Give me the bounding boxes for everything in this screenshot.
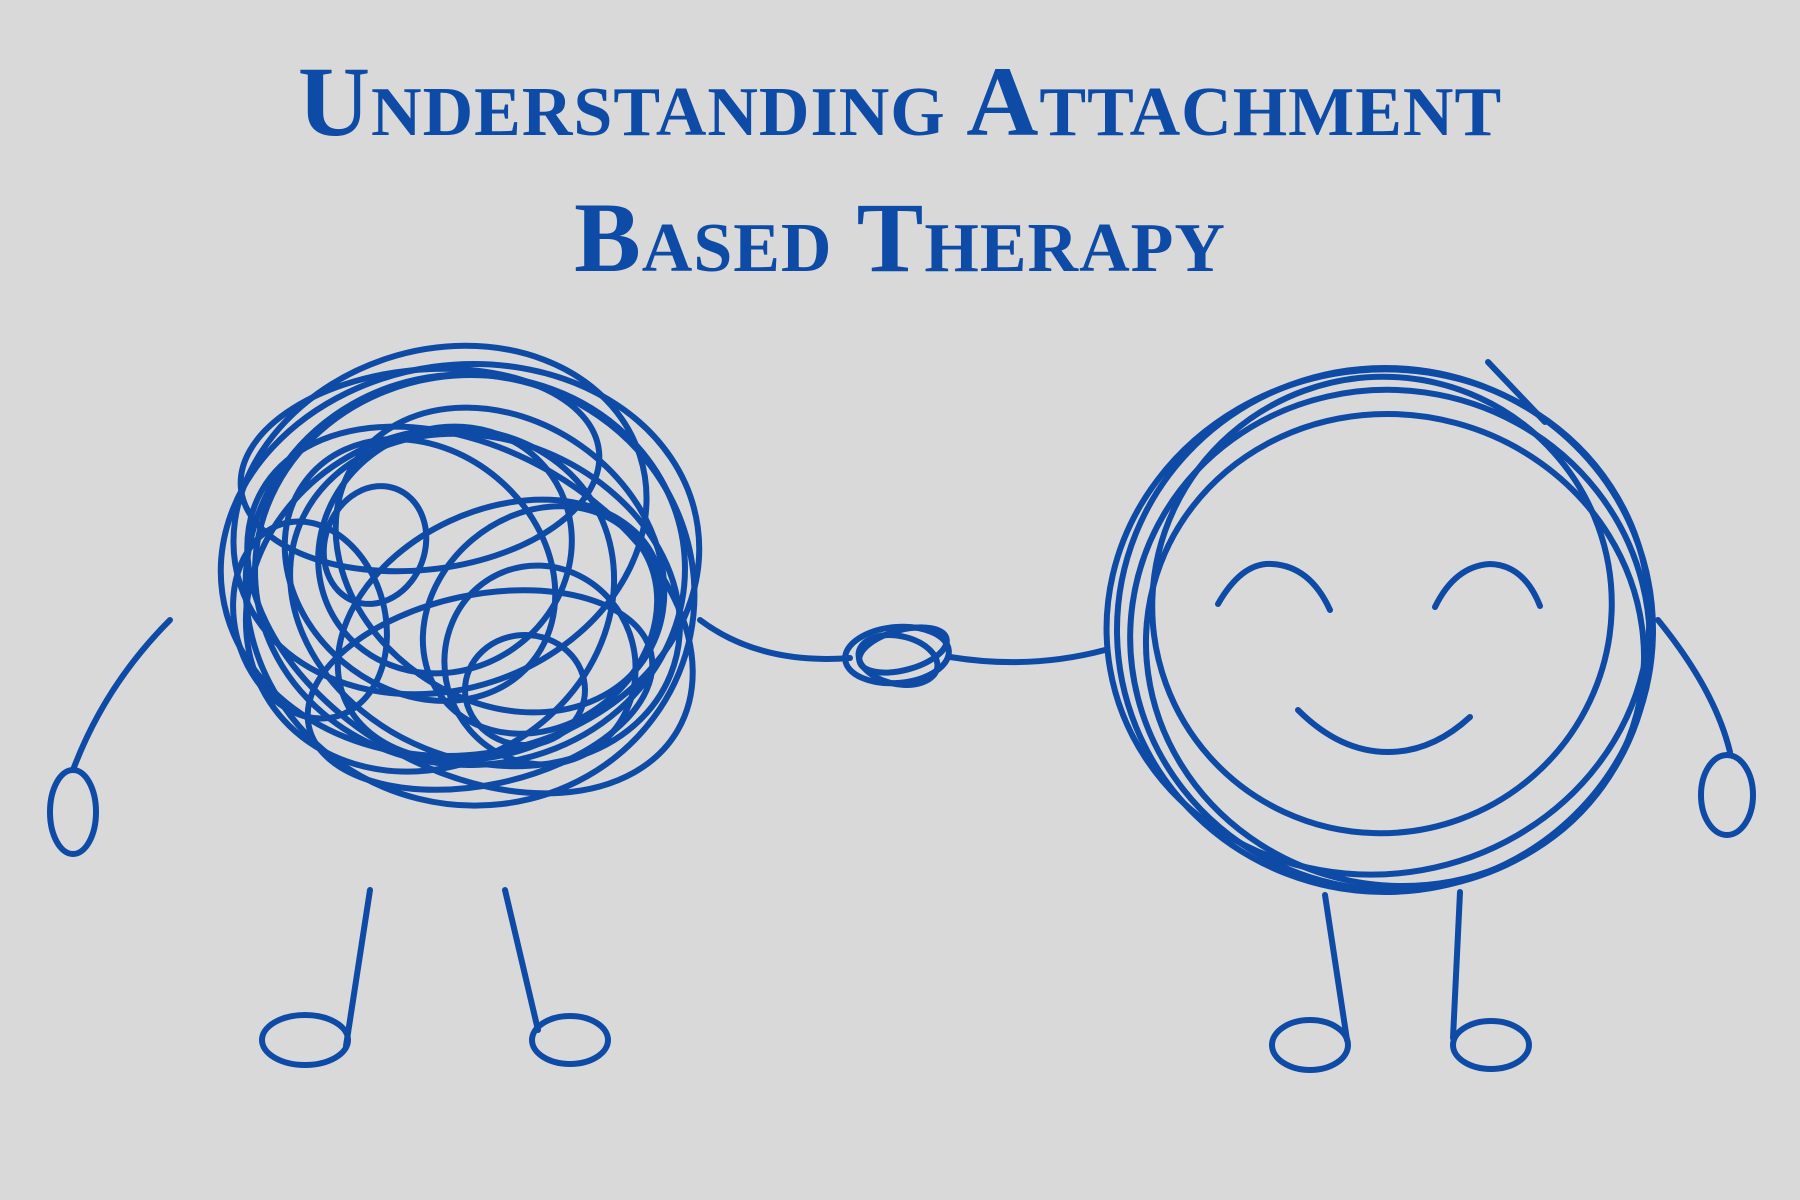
right-figure-left-arm [947,647,1108,666]
left-figure-right-arm [697,617,853,662]
left-figure-right-leg [502,887,541,1033]
right-figure-right-foot [1450,1018,1532,1072]
tangled-scribble-body [217,342,703,809]
title-line-2: Based Therapy [574,182,1226,293]
smiling-circle-body [1103,365,1656,895]
smiling-circle-figure [947,359,1756,1073]
left-figure-left-leg [343,887,373,1049]
left-figure-left-hand [47,767,99,857]
right-figure-right-arm [1655,617,1733,755]
clasped-hands [842,623,952,688]
right-figure-left-leg [1322,892,1350,1043]
title-line-1: Understanding Attachment [297,46,1503,157]
right-figure-right-hand [1698,752,1756,838]
left-eye-icon [1215,560,1333,613]
right-eye-icon [1432,561,1543,610]
left-figure-left-arm [70,617,173,773]
smile-mouth-icon [1295,707,1473,755]
smiling-circle-loose-stroke [1485,359,1548,425]
right-figure-right-leg [1450,889,1463,1041]
right-figure-left-foot [1269,1017,1351,1073]
tangled-scribble-figure [47,342,853,1068]
left-figure-right-foot [529,1013,611,1067]
left-figure-left-foot [259,1012,351,1068]
